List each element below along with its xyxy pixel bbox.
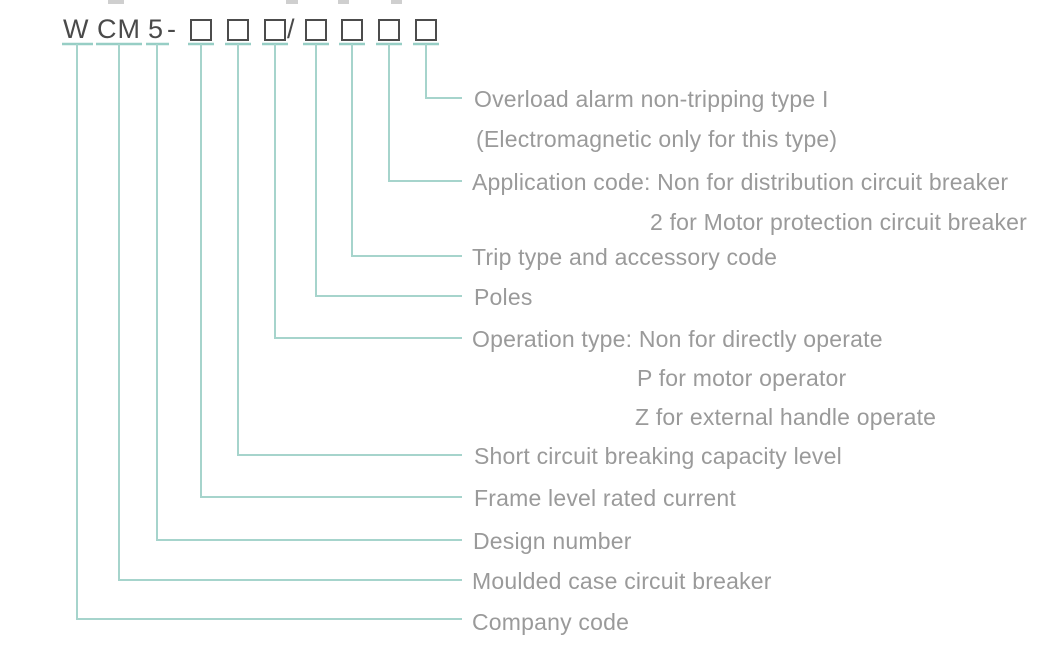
label-operation: Operation type: Non for directly operate [472, 326, 883, 352]
top-crop-fragment [286, 0, 298, 4]
connector-frame [200, 44, 462, 498]
code-box-4 [305, 19, 327, 41]
label-overload: Overload alarm non-tripping type I [474, 86, 829, 112]
code-box-5 [341, 19, 363, 41]
code-letter-w: W [63, 14, 90, 44]
top-crop-fragment [108, 0, 124, 4]
label-company: Company code [472, 609, 630, 635]
connector-application [388, 44, 462, 182]
label-trip: Trip type and accessory code [472, 244, 778, 270]
label-overload-note: (Electromagnetic only for this type) [476, 126, 838, 152]
top-crop-fragment [338, 0, 349, 4]
connector-short-circuit [237, 44, 462, 456]
connector-moulded [118, 44, 462, 581]
label-operation-opt-z: Z for external handle operate [635, 404, 937, 430]
label-moulded: Moulded case circuit breaker [472, 568, 772, 594]
code-digit-5: 5 [148, 14, 165, 44]
connector-poles [315, 44, 462, 297]
label-short-circuit: Short circuit breaking capacity level [474, 443, 842, 469]
top-crop-fragment [391, 0, 402, 4]
label-application: Application code: Non for distribution c… [472, 169, 1009, 195]
code-dash: - [167, 14, 177, 44]
code-box-2 [227, 19, 249, 41]
code-box-1 [190, 19, 212, 41]
connector-trip [351, 44, 462, 257]
code-box-7 [415, 19, 437, 41]
connector-company [76, 44, 462, 620]
label-application-opt-2: 2 for Motor protection circuit breaker [650, 209, 1028, 235]
label-design: Design number [473, 528, 632, 554]
connector-operation [274, 44, 462, 339]
code-slash: / [287, 14, 296, 44]
code-box-3 [264, 19, 286, 41]
label-frame: Frame level rated current [474, 485, 736, 511]
code-letters-cm: CM [97, 14, 141, 44]
label-operation-opt-p: P for motor operator [637, 365, 847, 391]
code-box-6 [378, 19, 400, 41]
label-poles: Poles [474, 284, 533, 310]
connector-design [156, 44, 462, 541]
connector-overload [425, 44, 462, 99]
